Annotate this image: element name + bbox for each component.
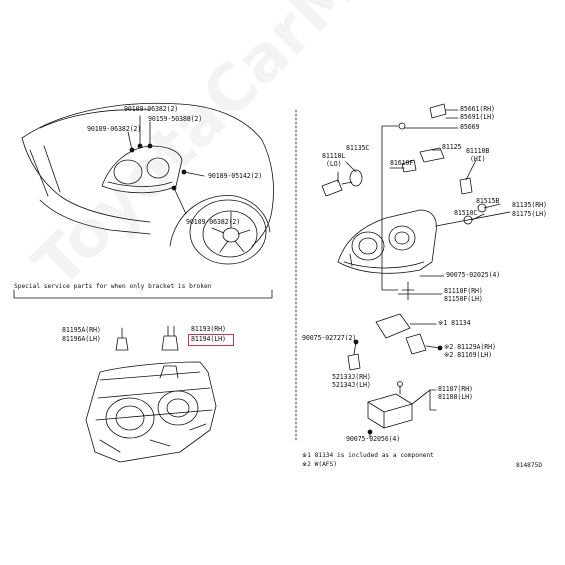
headlamp-exploded-view (295, 103, 511, 441)
label-81129a: ※2 81129A(RH) (444, 343, 496, 351)
label-85691: 85691(LH) (460, 113, 495, 121)
special-service-bracket-line (13, 289, 273, 299)
label-81135c: 81135C (346, 144, 370, 152)
highlight-box (188, 334, 234, 346)
label-81194: 81194(LH) (191, 335, 226, 343)
label-81110b: 81110B (466, 147, 490, 155)
special-service-caption: Special service parts for when only brac… (14, 283, 212, 290)
label-81110l-lo: (LO) (326, 160, 342, 168)
label-90075-02025: 90075-02025(4) (446, 271, 501, 279)
label-90109-a: 90109-06382(2) (124, 105, 179, 113)
label-81196a: 81196A(LH) (62, 335, 101, 343)
label-81610f: 81610F (390, 159, 414, 167)
label-81108: 81108(LH) (438, 393, 473, 401)
label-81150f: 81150F(LH) (444, 295, 483, 303)
label-85661: 85661(RH) (460, 105, 495, 113)
headlamp-rear-view (85, 325, 217, 463)
label-81515b: 81515B (476, 197, 500, 205)
label-81125: 81125 (442, 143, 462, 151)
label-90189: 90189-05142(2) (208, 172, 263, 180)
label-81175: 81175(LH) (512, 210, 547, 218)
label-90159: 90159-50388(2) (148, 115, 203, 123)
label-90075-02727: 90075-02727(2) (302, 334, 357, 342)
label-85669: 85669 (460, 123, 480, 131)
label-81110l: 81110L (322, 152, 346, 160)
label-90109-b: 90109-06382(2) (87, 125, 142, 133)
label-81110b-hi: (HI) (470, 155, 486, 163)
label-81169a: ※2 81169(LH) (444, 351, 492, 359)
label-81110f: 81110F(RH) (444, 287, 483, 295)
label-81135: 81135(RH) (512, 201, 547, 209)
label-81193: 81193(RH) (191, 325, 226, 333)
label-81195a: 81195A(RH) (62, 326, 101, 334)
diagram-code: 814875D (516, 462, 543, 469)
label-52134j: 52134J(LH) (332, 381, 371, 389)
label-81107: 81107(RH) (438, 385, 473, 393)
label-90075-02056: 90075-02056(4) (346, 435, 401, 443)
label-81134: ※1 81134 (438, 319, 471, 327)
note-2: ※2 W(AFS) (302, 461, 337, 468)
label-52133j: 52133J(RH) (332, 373, 371, 381)
note-1: ※1 81134 is included as a component (302, 452, 434, 459)
car-front-view (21, 102, 274, 265)
label-81510c: 81510C (454, 209, 478, 217)
label-90109-c: 90109-06382(2) (186, 218, 241, 226)
